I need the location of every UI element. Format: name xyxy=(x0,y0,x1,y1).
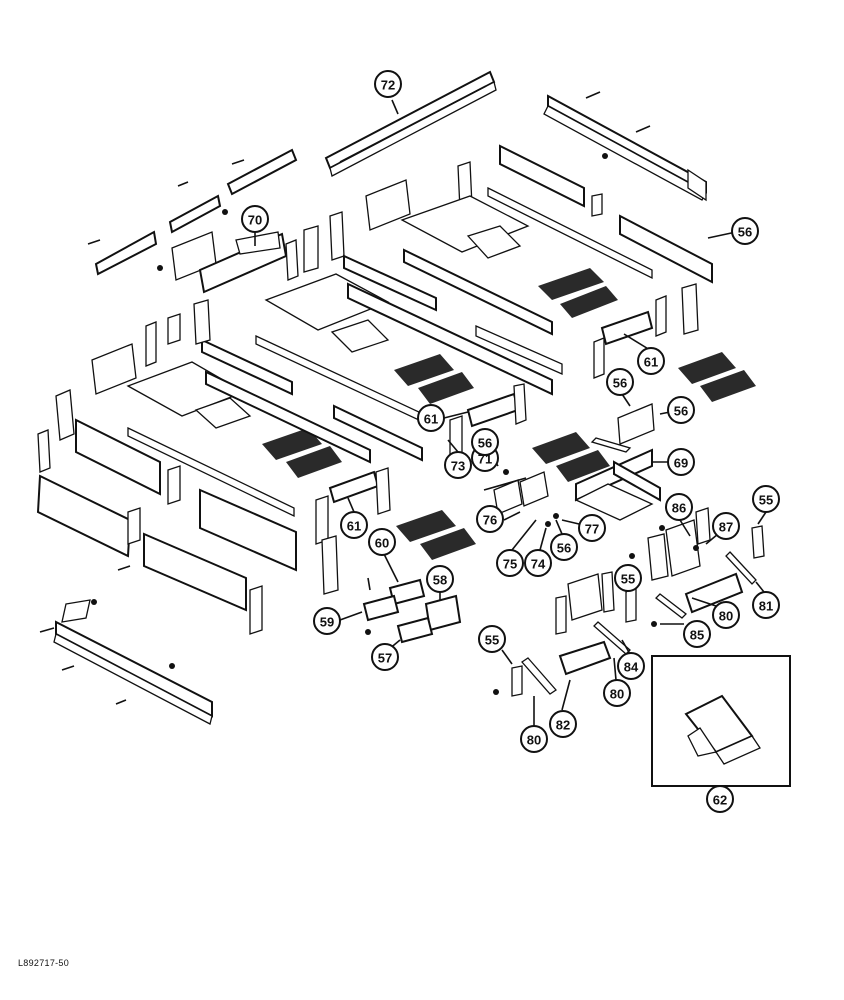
center-steps xyxy=(315,283,699,595)
svg-text:81: 81 xyxy=(759,599,773,614)
callout-80-c: 80 xyxy=(520,725,548,753)
svg-text:56: 56 xyxy=(478,436,492,451)
callout-80-a: 80 xyxy=(712,601,740,629)
callout-74: 74 xyxy=(524,549,552,577)
lower-left-panels xyxy=(36,361,423,635)
callout-76: 76 xyxy=(476,505,504,533)
callout-61-a: 61 xyxy=(637,347,665,375)
callout-84: 84 xyxy=(617,652,645,680)
bottom-left-rail xyxy=(39,565,213,725)
svg-text:58: 58 xyxy=(433,573,447,588)
callout-56-d: 56 xyxy=(471,428,499,456)
callout-55-b: 55 xyxy=(614,564,642,592)
svg-text:56: 56 xyxy=(557,541,571,556)
svg-text:56: 56 xyxy=(738,225,752,240)
callout-56-a: 56 xyxy=(731,217,759,245)
svg-text:56: 56 xyxy=(613,376,627,391)
callout-70: 70 xyxy=(241,205,269,233)
callout-60: 60 xyxy=(368,528,396,556)
callout-77: 77 xyxy=(578,514,606,542)
svg-text:73: 73 xyxy=(451,459,465,474)
callout-69: 69 xyxy=(667,448,695,476)
svg-text:74: 74 xyxy=(531,557,546,572)
svg-text:61: 61 xyxy=(347,519,361,534)
left-upper-brackets xyxy=(87,148,298,276)
svg-text:72: 72 xyxy=(381,78,395,93)
svg-text:55: 55 xyxy=(485,633,499,648)
callout-62: 62 xyxy=(706,785,734,813)
callout-56-e: 56 xyxy=(550,533,578,561)
step-blocks xyxy=(362,577,462,644)
svg-text:82: 82 xyxy=(556,718,570,733)
svg-text:60: 60 xyxy=(375,536,389,551)
svg-text:80: 80 xyxy=(610,687,624,702)
callout-57: 57 xyxy=(371,643,399,671)
svg-text:86: 86 xyxy=(672,501,686,516)
top-rail-part-72 xyxy=(324,70,497,177)
callout-61-c: 61 xyxy=(340,511,368,539)
svg-text:62: 62 xyxy=(713,793,727,808)
figure-code: L892717-50 xyxy=(18,958,70,968)
callout-58: 58 xyxy=(426,565,454,593)
callout-82: 82 xyxy=(549,710,577,738)
svg-text:61: 61 xyxy=(424,412,438,427)
svg-text:55: 55 xyxy=(759,493,773,508)
right-upper-rail xyxy=(543,91,707,202)
back-row-panels xyxy=(365,144,713,336)
svg-text:76: 76 xyxy=(483,513,497,528)
svg-text:85: 85 xyxy=(690,628,704,643)
frame-part-69 xyxy=(574,403,661,521)
svg-text:70: 70 xyxy=(248,213,262,228)
inset-detail-62 xyxy=(651,655,791,787)
callout-73: 73 xyxy=(444,451,472,479)
svg-text:69: 69 xyxy=(674,456,688,471)
svg-text:59: 59 xyxy=(320,615,334,630)
callout-86: 86 xyxy=(665,493,693,521)
callout-55-a: 55 xyxy=(752,485,780,513)
callout-61-b: 61 xyxy=(417,404,445,432)
svg-text:77: 77 xyxy=(585,522,599,537)
callout-85: 85 xyxy=(683,620,711,648)
svg-text:61: 61 xyxy=(644,355,658,370)
callout-59: 59 xyxy=(313,607,341,635)
svg-text:55: 55 xyxy=(621,572,635,587)
callout-87: 87 xyxy=(712,512,740,540)
svg-text:84: 84 xyxy=(624,660,639,675)
plates-76-77 xyxy=(483,469,559,527)
svg-text:75: 75 xyxy=(503,557,517,572)
floor-gratings xyxy=(262,268,756,560)
svg-text:56: 56 xyxy=(674,404,688,419)
callout-81: 81 xyxy=(752,591,780,619)
callout-55-c: 55 xyxy=(478,625,506,653)
callout-72: 72 xyxy=(374,70,402,98)
callout-56-b: 56 xyxy=(606,368,634,396)
svg-text:57: 57 xyxy=(378,651,392,666)
middle-floor-panels xyxy=(91,254,563,430)
callout-56-c: 56 xyxy=(667,396,695,424)
callout-75: 75 xyxy=(496,549,524,577)
svg-text:87: 87 xyxy=(719,520,733,535)
callout-80-b: 80 xyxy=(603,679,631,707)
svg-text:80: 80 xyxy=(719,609,733,624)
svg-text:80: 80 xyxy=(527,733,541,748)
bracket-assembly-70 xyxy=(171,211,345,294)
